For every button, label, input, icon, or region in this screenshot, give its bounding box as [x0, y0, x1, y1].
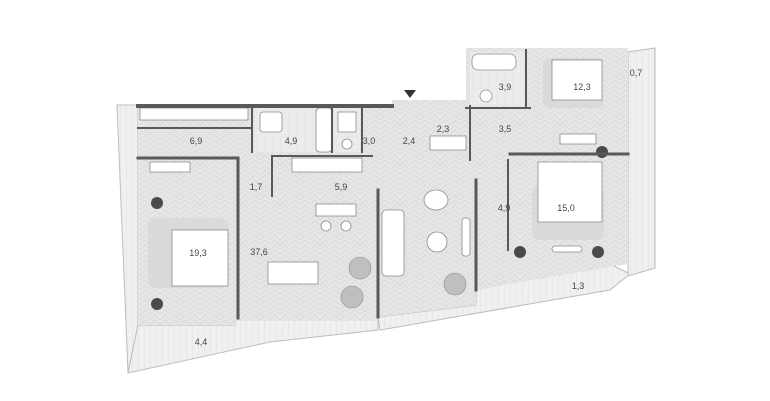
furniture — [139, 53, 603, 287]
bathtub-small — [315, 107, 333, 153]
plants — [340, 256, 467, 309]
terrace-left — [116, 104, 139, 374]
label-corridor-right: 4,9 — [498, 203, 511, 213]
washer — [337, 111, 357, 133]
walls — [136, 49, 630, 320]
kitchen-island — [315, 203, 357, 217]
entrance-marker — [404, 90, 416, 98]
label-balcony-right: 0,7 — [630, 68, 643, 78]
tv-bench-left — [149, 161, 191, 173]
column-2 — [151, 298, 163, 310]
terraces — [116, 47, 656, 374]
bed-top — [551, 59, 603, 101]
label-bathroom-small: 4,9 — [285, 136, 298, 146]
label-wc: 3,0 — [363, 136, 376, 146]
label-balcony-bottom-right: 1,3 — [572, 281, 585, 291]
plant-2 — [340, 285, 364, 309]
plant-1 — [348, 256, 372, 280]
balcony-right — [627, 47, 656, 277]
label-bedroom-right: 15,0 — [557, 203, 575, 213]
wardrobe-top-left — [139, 107, 249, 121]
label-wardrobe: 2,3 — [437, 124, 450, 134]
bench-right — [551, 245, 583, 253]
armchair — [423, 189, 449, 211]
bed-right — [537, 161, 603, 223]
column-5 — [596, 146, 608, 158]
room-labels: 6,9 4,9 3,0 2,4 2,3 3,9 12,3 0,7 3,5 4,9… — [189, 68, 642, 347]
label-living-dining: 37,6 — [250, 247, 268, 257]
sink-bathroom — [259, 111, 283, 133]
label-entry-hall: 2,4 — [403, 136, 416, 146]
side-bench — [461, 217, 471, 257]
label-kitchen: 5,9 — [335, 182, 348, 192]
label-bedroom-top-right: 12,3 — [573, 82, 591, 92]
wardrobe-hall — [429, 135, 467, 151]
label-corridor-top-left: 6,9 — [190, 136, 203, 146]
toilet-wc — [341, 138, 353, 150]
coffee-table — [426, 231, 448, 253]
column-1 — [151, 197, 163, 209]
terrace-bottom-left — [127, 316, 379, 374]
stool-2 — [340, 220, 352, 232]
column-4 — [592, 246, 604, 258]
bed-left — [171, 229, 229, 287]
kitchen-counter — [291, 157, 363, 173]
column-3 — [514, 246, 526, 258]
sink-master — [479, 89, 493, 103]
sofa — [381, 209, 405, 277]
plant-3 — [443, 272, 467, 296]
stool-1 — [320, 220, 332, 232]
label-bedroom-left: 19,3 — [189, 248, 207, 258]
label-hall-right: 3,5 — [499, 124, 512, 134]
label-master-bath: 3,9 — [499, 82, 512, 92]
bathtub-master — [471, 53, 517, 71]
desk-right — [559, 133, 597, 145]
label-hall-left: 1,7 — [250, 182, 263, 192]
label-terrace-bottom-left: 4,4 — [195, 337, 208, 347]
dining-table — [267, 261, 319, 285]
